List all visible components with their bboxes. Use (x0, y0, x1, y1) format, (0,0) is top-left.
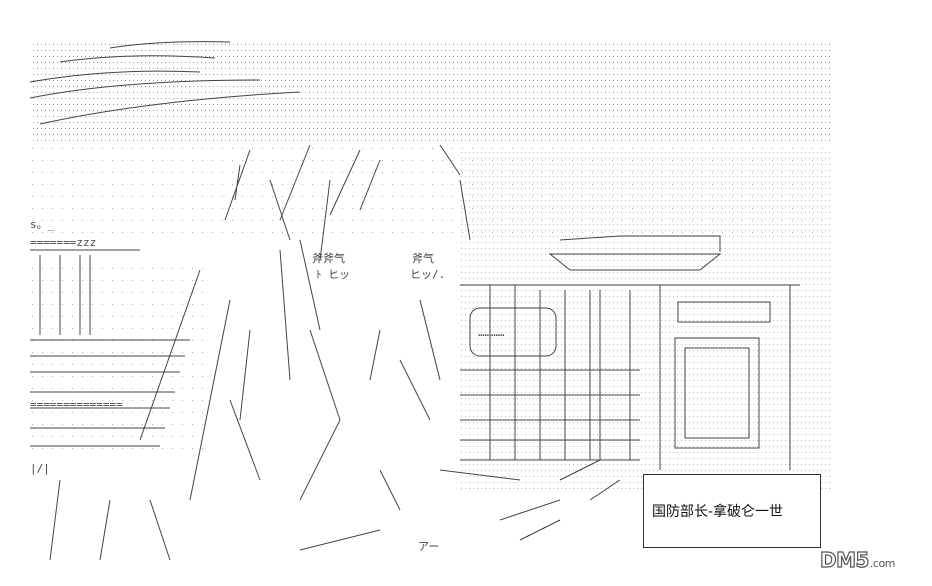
left-panel-rules (30, 249, 190, 447)
character-figure (49, 144, 621, 561)
svg-text:s。_: s。_ (30, 218, 55, 231)
watermark-domain: .com (869, 557, 896, 570)
speech-bubble: ………… (469, 307, 557, 357)
caption-box: 国防部长-拿破仑一世 (643, 474, 821, 548)
svg-text:=======zzz: =======zzz (30, 236, 96, 249)
building-structure (460, 284, 800, 470)
svg-text:==============: ============== (30, 398, 123, 411)
svg-text:|/|: |/| (30, 462, 50, 475)
svg-text:ヒッ/.: ヒッ/. (410, 268, 445, 281)
site-watermark: DM5.com (819, 547, 896, 572)
svg-text:斧斧气: 斧斧气 (312, 251, 345, 265)
caption-text: 国防部长-拿破仑一世 (652, 504, 784, 520)
tank-sketch (548, 235, 722, 271)
dotted-texture (30, 42, 830, 490)
svg-text:ﾄ ヒッ: ﾄ ヒッ (316, 268, 350, 281)
top-left-strokes (29, 41, 301, 125)
svg-text:斧气: 斧气 (412, 251, 434, 265)
glyph-fragments: s。_ =======zzz ============== |/| ﾄ ヒッ ヒ… (30, 218, 445, 553)
watermark-brand: DM5 (819, 547, 870, 572)
svg-text:…………: ………… (478, 326, 505, 339)
svg-text:アー: アー (418, 540, 439, 553)
